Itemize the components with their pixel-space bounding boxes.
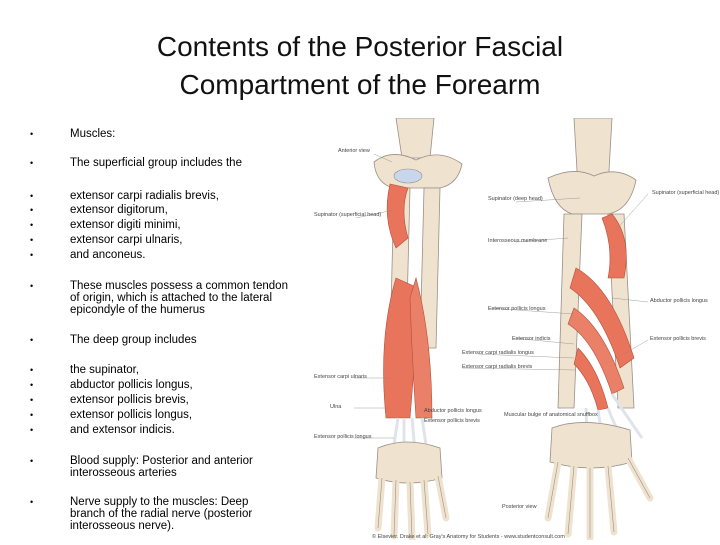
- bullet-text: and extensor indicis.: [70, 424, 175, 436]
- label-posterior-view: Posterior view: [502, 504, 537, 510]
- list-item: • These muscles possess a common tendon o…: [30, 280, 290, 316]
- list-item: • extensor carpi ulnaris,: [30, 234, 295, 246]
- bullet-marker: •: [30, 335, 34, 345]
- bullet-marker: •: [30, 365, 34, 375]
- label-extensor-pollicis-longus: Extensor pollicis longus: [488, 306, 546, 312]
- bullet-marker: •: [30, 497, 34, 507]
- list-item: • extensor pollicis brevis,: [30, 394, 295, 406]
- bullet-marker: •: [30, 129, 34, 139]
- list-item: • extensor digiti minimi,: [30, 219, 295, 231]
- bullet-marker: •: [30, 456, 34, 466]
- bullet-text: extensor carpi ulnaris,: [70, 234, 183, 246]
- bullet-text: The superficial group includes the: [70, 157, 242, 169]
- label-epl-small: Extensor pollicis longus: [314, 434, 372, 440]
- list-item: • The deep group includes: [30, 334, 295, 346]
- list-item: • extensor carpi radialis brevis,: [30, 190, 295, 202]
- posterior-forearm: [544, 117, 654, 542]
- bullet-marker: •: [30, 380, 34, 390]
- bullet-text: and anconeus.: [70, 249, 146, 261]
- label-extensor-indicis: Extensor indicis: [512, 336, 551, 342]
- bullet-marker: •: [30, 235, 34, 245]
- bullet-marker: •: [30, 250, 34, 260]
- bullet-marker: •: [30, 395, 34, 405]
- list-item: • extensor pollicis longus,: [30, 409, 295, 421]
- list-item: • and extensor indicis.: [30, 424, 295, 436]
- label-anterior-view: Anterior view: [338, 148, 370, 154]
- bullet-text: Nerve supply to the muscles: Deep branch…: [70, 496, 253, 532]
- forearm-illustration: Anterior view Supinator (deep head) Supi…: [314, 117, 719, 542]
- label-apl-small: Abductor pollicis longus: [424, 408, 482, 414]
- bullet-text: the supinator,: [70, 364, 140, 376]
- label-supinator-superficial-right: Supinator (superficial head): [652, 190, 719, 196]
- anatomy-figure: Anterior view Supinator (deep head) Supi…: [312, 117, 720, 542]
- label-epb-small: Extensor pollicis brevis: [424, 418, 480, 424]
- bullet-text: extensor carpi radialis brevis,: [70, 190, 219, 202]
- anterior-forearm: [373, 117, 463, 542]
- bullet-list: • Muscles: • The superficial group include…: [0, 0, 300, 540]
- bullet-marker: •: [30, 281, 34, 291]
- bullet-text: extensor digiti minimi,: [70, 219, 181, 231]
- bullet-text: extensor digitorum,: [70, 204, 168, 216]
- leader-lines: [354, 153, 649, 439]
- label-ecu: Extensor carpi ulnaris: [314, 374, 367, 380]
- title-line-2: Compartment of the Forearm: [179, 69, 541, 100]
- title-line-1: Contents of the Posterior Fascial: [156, 31, 564, 62]
- label-ecrb: Extensor carpi radialis brevis: [462, 364, 533, 370]
- label-ulna: Ulna: [330, 404, 342, 410]
- label-interosseous-membrane: Interosseous membrane: [488, 238, 547, 244]
- bullet-marker: •: [30, 191, 34, 201]
- bullet-marker: •: [30, 220, 34, 230]
- bullet-marker: •: [30, 158, 34, 168]
- label-ecrl: Extensor carpi radialis longus: [462, 350, 534, 356]
- bullet-text: abductor pollicis longus,: [70, 379, 193, 391]
- bullet-marker: •: [30, 410, 34, 420]
- bullet-text: extensor pollicis longus,: [70, 409, 193, 421]
- bullet-text: Blood supply: Posterior and anterior int…: [70, 455, 253, 479]
- bullet-text: These muscles possess a common tendon of…: [70, 280, 288, 316]
- list-item: • abductor pollicis longus,: [30, 379, 295, 391]
- label-supinator-deep: Supinator (deep head): [488, 196, 543, 202]
- list-item: • Nerve supply to the muscles: Deep branc…: [30, 496, 285, 532]
- list-item: • and anconeus.: [30, 249, 295, 261]
- label-extensor-pollicis-brevis: Extensor pollicis brevis: [650, 336, 706, 342]
- bullet-text: extensor pollicis brevis,: [70, 394, 189, 406]
- list-item: • extensor digitorum,: [30, 204, 295, 216]
- list-item: • Muscles:: [30, 128, 295, 140]
- list-item: • Blood supply: Posterior and anterior in…: [30, 455, 285, 479]
- label-muscular-bulge: Muscular bulge of anatomical snuffbox: [504, 412, 598, 418]
- bullet-marker: •: [30, 425, 34, 435]
- page-title: Contents of the Posterior Fascial Compar…: [0, 28, 720, 104]
- bullet-marker: •: [30, 205, 34, 215]
- list-item: • The superficial group includes the: [30, 157, 295, 169]
- list-item: • the supinator,: [30, 364, 295, 376]
- label-supinator-superficial-left: Supinator (superficial head): [314, 212, 381, 218]
- copyright-text: © Elsevier. Drake et al: Gray's Anatomy …: [372, 533, 565, 540]
- label-abductor-pollicis-longus: Abductor pollicis longus: [650, 298, 708, 304]
- bullet-text: The deep group includes: [70, 334, 197, 346]
- bullet-text: Muscles:: [70, 128, 116, 140]
